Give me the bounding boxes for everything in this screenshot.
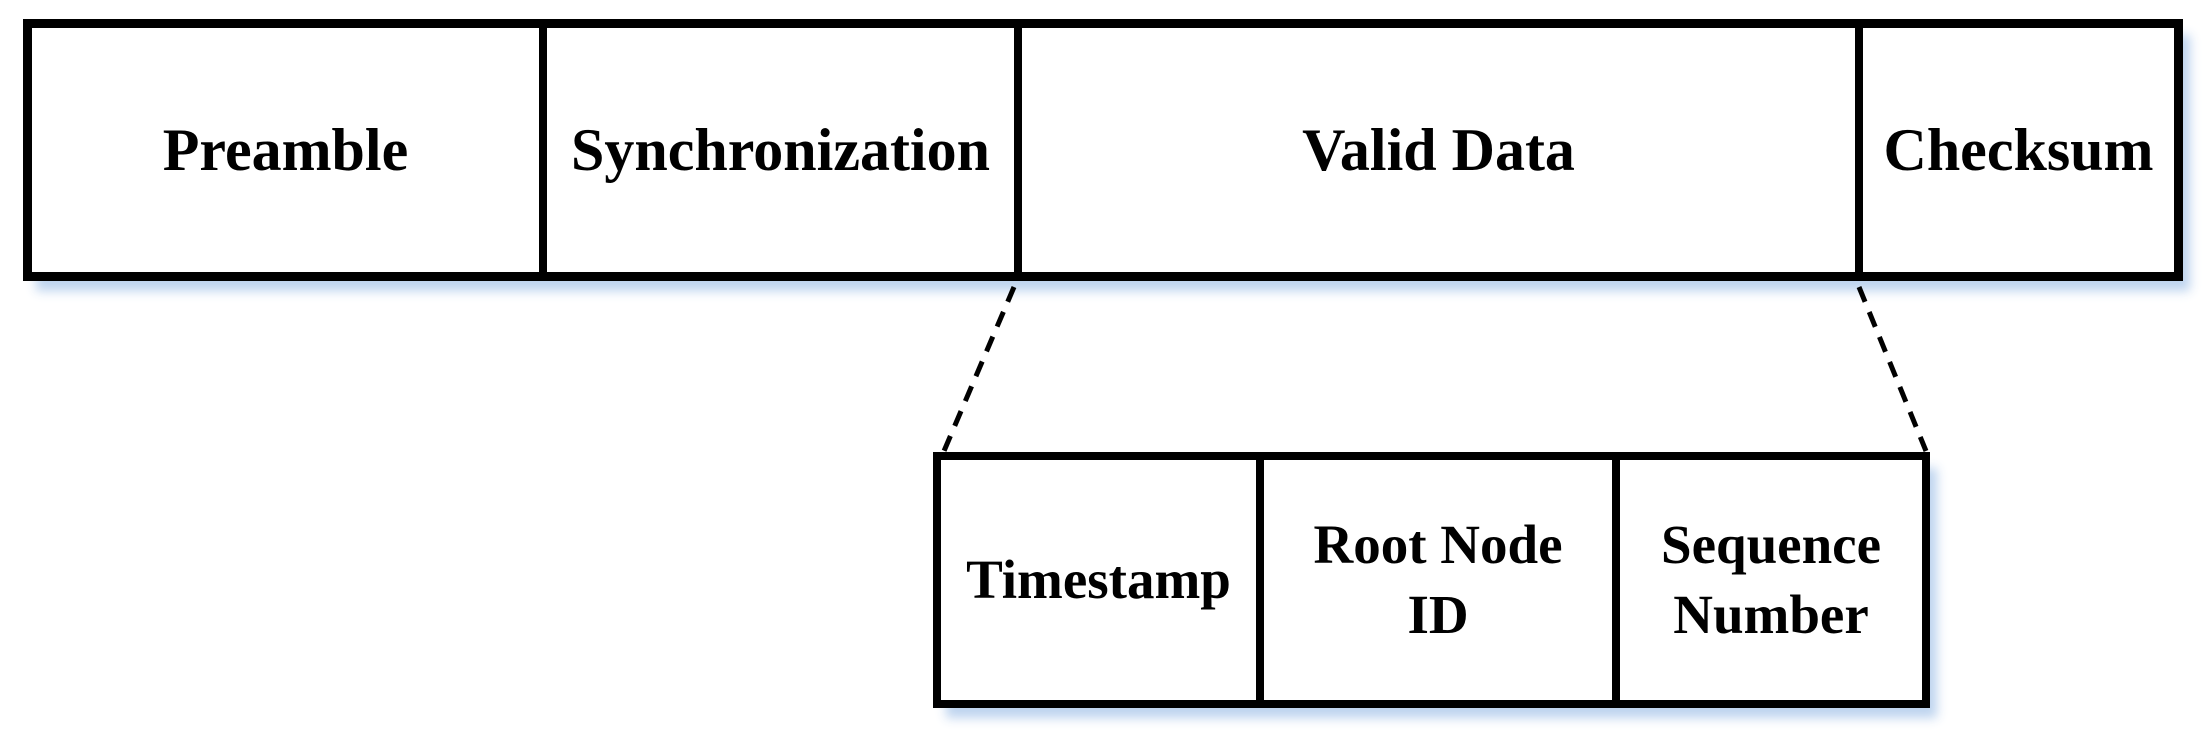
field-label: Preamble [162, 117, 409, 183]
dashed-connector-right [1856, 286, 1929, 452]
field-label-line2: ID [1407, 584, 1469, 645]
sub-field-sequence-number: Sequence Number [1612, 460, 1922, 700]
frame-field-checksum: Checksum [1855, 28, 2174, 272]
frame-field-synchronization: Synchronization [539, 28, 1014, 272]
frame-row: Preamble Synchronization Valid Data Chec… [23, 19, 2183, 281]
sub-field-timestamp: Timestamp [941, 460, 1256, 700]
dashed-connector-left [941, 286, 1017, 452]
field-label-line1: Root Node [1313, 514, 1563, 575]
field-label: Synchronization [571, 117, 990, 183]
field-label-line2: Number [1673, 584, 1869, 645]
frame-field-preamble: Preamble [32, 28, 539, 272]
field-label: Timestamp [966, 549, 1231, 610]
field-label: Valid Data [1302, 117, 1575, 183]
sub-field-root-node-id: Root Node ID [1256, 460, 1612, 700]
valid-data-detail-row: Timestamp Root Node ID Sequence Number [933, 452, 1930, 708]
field-label: Checksum [1883, 117, 2154, 183]
field-label-line1: Sequence [1661, 514, 1881, 575]
frame-field-valid-data: Valid Data [1014, 28, 1855, 272]
